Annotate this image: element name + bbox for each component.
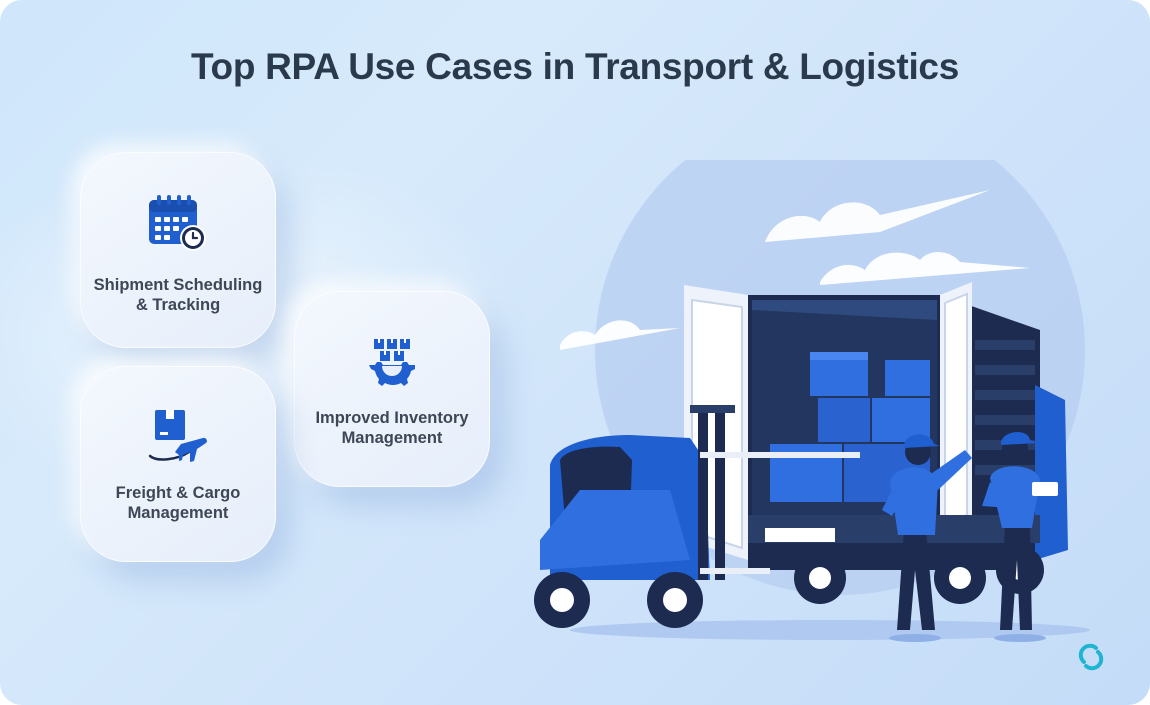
calendar-clock-icon [146,191,210,255]
truck-loading-illustration [534,160,1090,642]
card-label: Shipment Scheduling & Tracking [93,276,263,314]
card-label: Improved Inventory Management [315,409,469,447]
brand-logo-icon [1078,643,1104,671]
box-plane-icon [146,405,210,469]
card-improved-inventory: Improved Inventory Management [294,291,490,487]
boxes-gear-icon [360,330,424,394]
card-label: Freight & Cargo Management [115,484,241,522]
card-freight-cargo: Freight & Cargo Management [80,366,276,562]
page-title: Top RPA Use Cases in Transport & Logisti… [191,46,959,87]
card-shipment-scheduling: Shipment Scheduling & Tracking [80,152,276,348]
